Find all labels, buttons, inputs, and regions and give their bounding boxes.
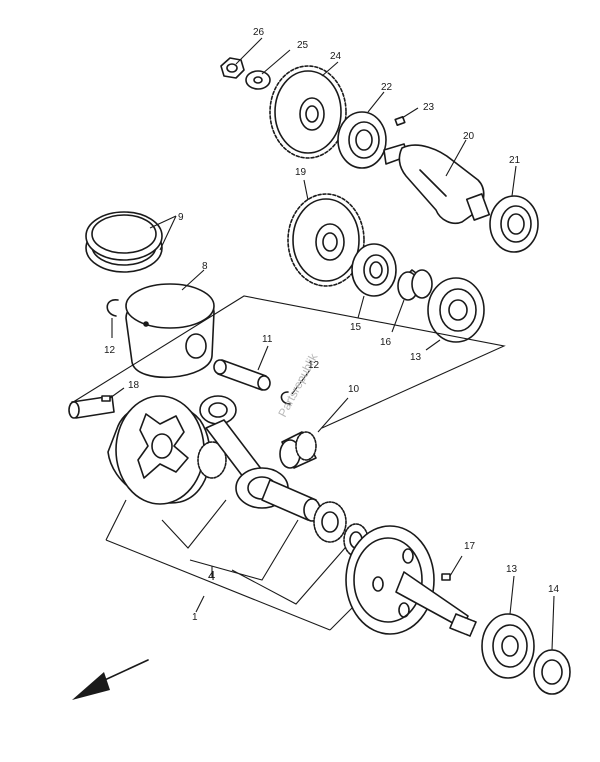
bearing-13-upper[interactable]: [425, 277, 485, 351]
connecting-rod-4[interactable]: [199, 395, 289, 509]
arrow-down-left-icon: [72, 659, 149, 700]
callout-15: 15: [350, 322, 362, 333]
callout-1: 1: [192, 612, 198, 623]
crank-pin[interactable]: [261, 479, 321, 522]
callout-9: 9: [178, 212, 184, 223]
circlip-12-left[interactable]: [106, 299, 119, 338]
callout-12-right: 12: [308, 360, 320, 371]
nut-26[interactable]: [220, 37, 263, 79]
callout-10: 10: [348, 384, 360, 395]
callout-19: 19: [295, 167, 307, 178]
key-23[interactable]: [394, 107, 419, 126]
callout-13-upper: 13: [410, 352, 422, 363]
oil-seal-14[interactable]: [533, 595, 571, 695]
set-bracket-lines: [69, 295, 506, 631]
callout-22: 22: [381, 82, 393, 93]
balancer-drive-gear-19[interactable]: [287, 179, 365, 287]
needle-bearing-10[interactable]: [279, 397, 349, 469]
callout-23: 23: [423, 102, 435, 113]
primary-drive-gear-24[interactable]: [269, 61, 347, 159]
callout-25: 25: [297, 40, 309, 51]
callout-14: 14: [548, 584, 560, 595]
callout-4: 4: [208, 568, 215, 583]
callout-8: 8: [202, 261, 208, 272]
spacer-16[interactable]: [391, 269, 433, 333]
bearing-13-lower[interactable]: [481, 575, 535, 679]
crankshaft-left-half[interactable]: [68, 387, 227, 505]
circlip-12-right[interactable]: [280, 369, 311, 405]
callout-12-left: 12: [104, 345, 116, 356]
callout-13-lower: 13: [506, 564, 518, 575]
lock-washer-25[interactable]: [245, 49, 291, 90]
balancer-shaft-20[interactable]: [383, 139, 491, 225]
callout-16: 16: [380, 337, 392, 348]
callout-18: 18: [128, 380, 140, 391]
callout-26: 26: [253, 27, 265, 38]
callout-11: 11: [262, 334, 273, 345]
piston-pin-11[interactable]: [213, 345, 271, 391]
piston-rings-9[interactable]: [85, 211, 177, 273]
bearing-21[interactable]: [489, 165, 539, 253]
crank-pin-bearing[interactable]: [313, 501, 347, 543]
callout-20: 20: [463, 131, 475, 142]
crankshaft-right-half[interactable]: [345, 525, 477, 637]
callout-24: 24: [330, 51, 342, 62]
bearing-15[interactable]: [351, 243, 397, 319]
bearing-22[interactable]: [337, 91, 387, 169]
callout-21: 21: [509, 155, 521, 166]
callout-17: 17: [464, 541, 476, 552]
